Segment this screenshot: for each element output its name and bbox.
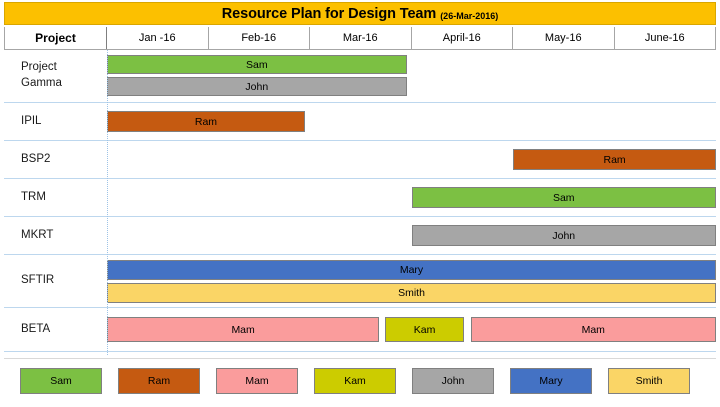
gantt-row: TRM Sam [4,179,716,217]
gantt-bar[interactable]: Mam [470,317,716,342]
gantt-row: BSP2 Ram [4,141,716,179]
gantt-bar[interactable]: Mam [107,317,380,342]
gantt-bar[interactable]: Sam [107,55,407,74]
chart-title-bar: Resource Plan for Design Team (26-Mar-20… [4,2,716,25]
gantt-bar[interactable]: Smith [107,283,716,303]
column-header-month: May-16 [513,27,615,49]
gantt-row-track: Ram [107,103,716,140]
gantt-row-track: John [107,217,716,254]
gantt-row-label: BETA [21,322,51,335]
gantt-row-track: Sam [107,179,716,216]
legend-item[interactable]: Mary [510,368,592,394]
gantt-bar[interactable]: Ram [107,111,305,132]
legend-item[interactable]: Ram [118,368,200,394]
gantt-bar[interactable]: Mary [107,260,716,280]
gantt-bar[interactable]: John [107,77,407,96]
legend-item[interactable]: Mam [216,368,298,394]
gantt-row-track: Ram [107,141,716,178]
legend: Sam Ram Mam Kam John Mary Smith [4,358,716,403]
column-header-month: Mar-16 [310,27,412,49]
column-header-month: Feb-16 [208,27,310,49]
column-header-project: Project [4,27,107,49]
gantt-bar[interactable]: Sam [411,187,716,208]
column-header-row: Project Jan -16 Feb-16 Mar-16 April-16 M… [4,27,716,50]
gantt-row: MKRT John [4,217,716,255]
legend-item[interactable]: Sam [20,368,102,394]
gantt-row-label: SFTIR [21,274,55,287]
gantt-row-label: BSP2 [21,152,51,165]
gantt-row-label: MKRT [21,228,54,241]
gantt-row-label: IPIL [21,114,42,127]
legend-item[interactable]: Kam [314,368,396,394]
gantt-bar[interactable]: John [411,225,716,246]
column-header-month: Jan -16 [107,27,209,49]
gantt-row-label: Project Gamma [21,61,62,89]
column-header-month: June-16 [614,27,716,49]
gantt-row-label: TRM [21,190,46,203]
gantt-bar[interactable]: Ram [513,149,716,170]
gantt-bar[interactable]: Kam [385,317,464,342]
column-header-month: April-16 [411,27,513,49]
legend-item[interactable]: John [412,368,494,394]
title-date: (26-Mar-2016) [440,10,499,21]
page-title: Resource Plan for Design Team [221,5,437,22]
gantt-row: IPIL Ram [4,103,716,141]
legend-item[interactable]: Smith [608,368,690,394]
